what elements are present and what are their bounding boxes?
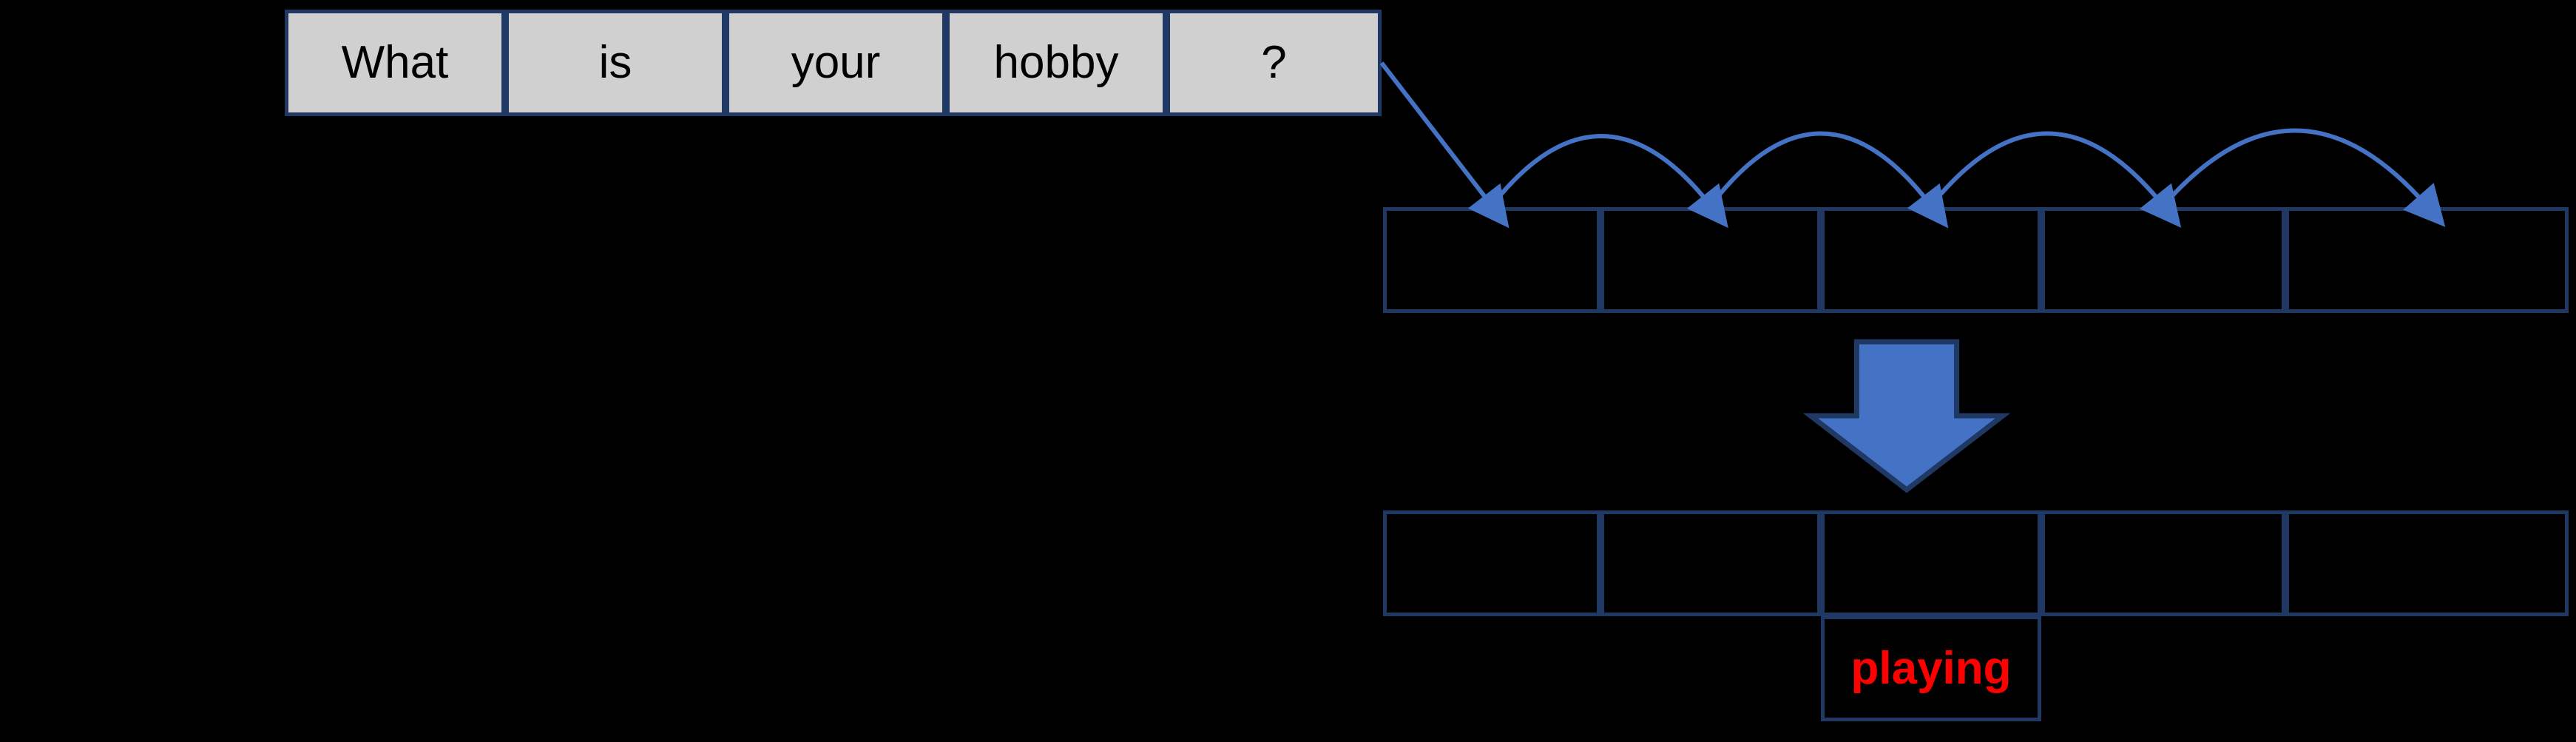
output-cell-3[interactable] bbox=[1821, 510, 2041, 616]
output-cell-5[interactable] bbox=[2285, 510, 2569, 616]
output-cell-4[interactable] bbox=[2041, 510, 2285, 616]
output-cell-2[interactable] bbox=[1600, 510, 1821, 616]
decoder-cell-3[interactable] bbox=[1821, 207, 2041, 313]
source-cell-label: What bbox=[341, 37, 449, 88]
decoder-cell-4[interactable] bbox=[2041, 207, 2285, 313]
input-to-decoder-arrow bbox=[1379, 61, 1510, 229]
source-cell-label: hobby bbox=[993, 37, 1119, 88]
source-cell-your[interactable]: your bbox=[726, 10, 946, 116]
source-cell-hobby[interactable]: hobby bbox=[946, 10, 1166, 116]
source-cell-label: is bbox=[598, 37, 632, 88]
recurrence-arrow-4 bbox=[2161, 128, 2446, 227]
output-cell-1[interactable] bbox=[1383, 510, 1600, 616]
down-block-arrow bbox=[1802, 339, 2011, 493]
source-cell-is[interactable]: is bbox=[505, 10, 726, 116]
decoder-cell-2[interactable] bbox=[1600, 207, 1821, 313]
predicted-word-cell[interactable]: playing bbox=[1821, 615, 2041, 721]
source-cell-question-mark[interactable]: ? bbox=[1166, 10, 1382, 116]
predicted-word-label: playing bbox=[1850, 642, 2012, 694]
recurrence-arrow-3 bbox=[1929, 131, 2182, 228]
recurrence-arrow-group bbox=[1379, 61, 2446, 229]
decoder-cell-5[interactable] bbox=[2285, 207, 2569, 313]
source-cell-what[interactable]: What bbox=[285, 10, 505, 116]
recurrence-arrow-2 bbox=[1708, 131, 1949, 229]
decoder-cell-1[interactable] bbox=[1383, 207, 1600, 313]
source-cell-label: your bbox=[791, 37, 881, 88]
source-cell-label: ? bbox=[1261, 37, 1287, 88]
recurrence-arrow-1 bbox=[1490, 134, 1728, 229]
